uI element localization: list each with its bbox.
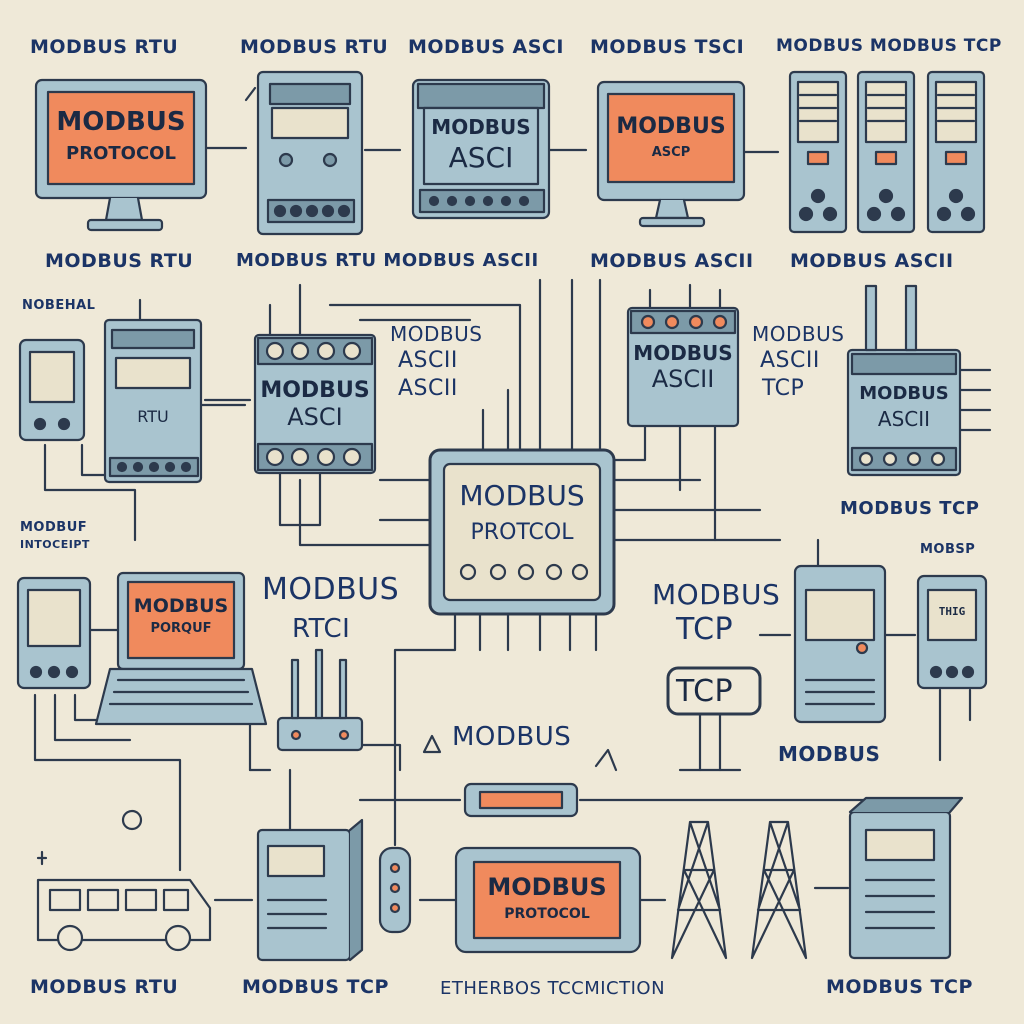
screen-rtu-box: RTU: [137, 407, 169, 426]
inline-connector: [463, 782, 579, 818]
probe-device: [378, 846, 412, 934]
ascii-box-far-right: [846, 284, 962, 477]
label-rtci: RTCI: [292, 614, 351, 644]
label-mid-ascii-a2: ASCII: [398, 348, 458, 373]
screen-ascii-module-r-line1: MODBUS: [633, 341, 733, 365]
screen-ascii-box-far-line1: MODBUS: [859, 383, 949, 404]
wireless-router: [276, 648, 364, 752]
central-modbus-processor: [428, 448, 616, 616]
label-left-tag-2: MODBUF: [20, 520, 88, 535]
label-row2-4: MODBUS ASCII: [790, 250, 954, 272]
label-bottom-4: MODBUS TCP: [826, 976, 973, 998]
handheld-meter-left: [18, 338, 86, 442]
label-top-3: MODBUS ASCI: [408, 36, 564, 58]
ascii-module-right: [626, 283, 740, 428]
screen-laptop-line1: MODBUS: [133, 595, 229, 617]
ascii-module-left: [253, 333, 377, 475]
laptop-modbus: [94, 571, 268, 726]
tcp-badge-label: TCP: [676, 674, 734, 709]
label-mid-ascii-b2: ASCII: [760, 348, 820, 373]
screen-ascii-device-line2: ASCI: [448, 141, 514, 174]
label-modbus-big: MODBUS: [262, 572, 400, 607]
server-bottom-right: [848, 796, 964, 960]
label-modbus-center-low: MODBUS: [452, 722, 572, 752]
bus-vehicle: [36, 878, 212, 952]
label-left-tag-1: NOBEHAL: [22, 298, 96, 313]
label-modbus-right-low: MODBUS: [778, 742, 881, 766]
screen-thing-device: THIG: [938, 605, 966, 618]
label-top-5: MODBUS MODBUS TCP: [776, 36, 1002, 56]
screen-ascii-box-far-line2: ASCII: [877, 407, 931, 431]
handheld-terminal-left: [16, 576, 92, 690]
label-row2-1: MODBUS RTU: [45, 250, 194, 272]
label-modbus-tcp-mid-1: MODBUS: [652, 578, 781, 611]
label-row2-2: MODBUS RTU MODBUS ASCII: [236, 250, 539, 271]
transmission-towers: [670, 820, 808, 960]
screen-monitor-tr-line2: ASCP: [651, 145, 691, 160]
tablet-modbus-protocol: [454, 846, 642, 954]
terminal-right: [916, 574, 988, 690]
monitor-ascp: [596, 80, 746, 228]
screen-center-line2: PROTCOL: [470, 520, 574, 545]
tcp-badge-shape: [666, 666, 762, 716]
label-mid-ascii-b1: MODBUS: [752, 322, 845, 346]
screen-laptop-line2: PORQUF: [150, 621, 212, 636]
label-left-tag-3: INTOCEIPT: [20, 538, 90, 551]
screen-tablet-line1: MODBUS: [487, 873, 607, 901]
ascii-device-top: [411, 78, 551, 220]
rtu-controller-top: [256, 70, 364, 236]
radio-unit: [793, 564, 887, 724]
screen-ascii-module-line2: ASCI: [287, 403, 343, 431]
gateway-device: [256, 818, 364, 962]
label-modbus-tcp-right: MODBUS TCP: [840, 498, 980, 519]
screen-ascii-module-line1: MODBUS: [260, 378, 370, 403]
label-top-1: MODBUS RTU: [30, 36, 179, 58]
label-row2-3: MODBUS ASCII: [590, 250, 754, 272]
label-bottom-2: MODBUS TCP: [242, 976, 389, 998]
label-modbus-tcp-mid-2: TCP: [676, 612, 734, 647]
screen-ascii-module-r-line2: ASCII: [651, 365, 715, 393]
decorative-symbols: [36, 734, 618, 866]
screen-ascii-device-line1: MODBUS: [431, 115, 531, 139]
label-mid-ascii-a3: ASCII: [398, 376, 458, 401]
label-bottom-3: ETHERBOS TCCMICTION: [440, 978, 666, 999]
screen-monitor-tl-line2: PROTOCOL: [66, 143, 176, 164]
screen-tablet-line2: PROTOCOL: [504, 906, 590, 922]
label-top-2: MODBUS RTU: [240, 36, 389, 58]
label-mid-ascii-a1: MODBUS: [390, 322, 483, 346]
label-top-4: MODBUS TSCI: [590, 36, 745, 58]
screen-monitor-tr-line1: MODBUS: [616, 114, 726, 139]
server-towers: [788, 70, 986, 234]
screen-monitor-tl-line1: MODBUS: [56, 107, 186, 137]
label-mid-ascii-b3: TCP: [762, 376, 805, 401]
label-bottom-1: MODBUS RTU: [30, 976, 179, 998]
label-mobsp: MOBSP: [920, 542, 976, 557]
monitor-modbus-protocol: [34, 78, 208, 232]
rtu-box: [103, 318, 203, 484]
screen-center-line1: MODBUS: [459, 479, 585, 512]
